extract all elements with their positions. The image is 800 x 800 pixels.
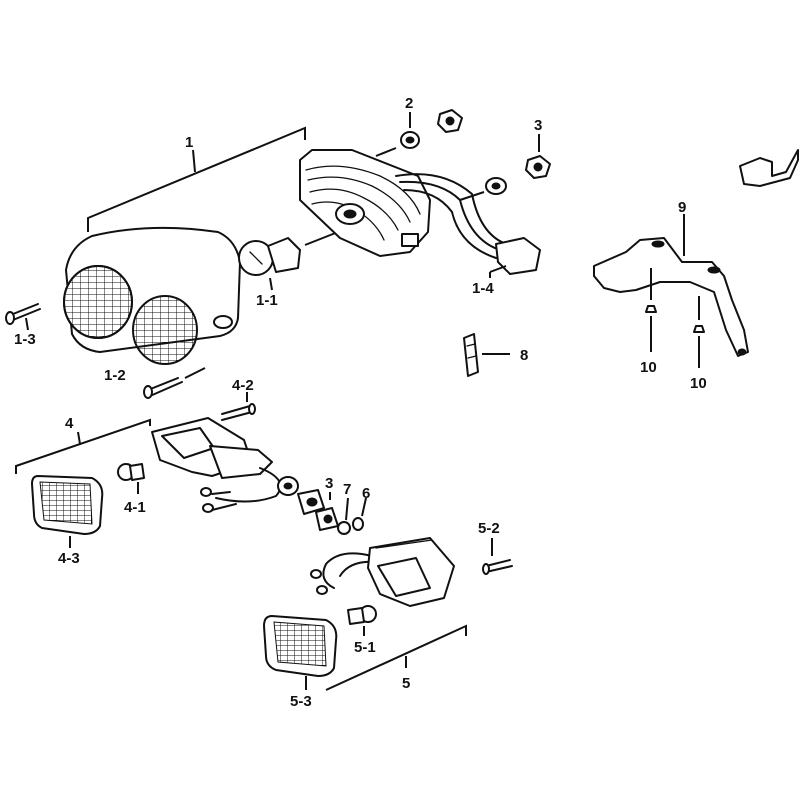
label-5-1: 5-1 — [354, 639, 376, 656]
label-1-3: 1-3 — [14, 331, 36, 348]
screw-lower — [143, 367, 206, 399]
label-8: 8 — [520, 347, 528, 364]
rear-lamp-base — [299, 149, 541, 278]
label-4-2: 4-2 — [232, 377, 254, 394]
label-4-1: 4-1 — [124, 499, 146, 516]
callout-labels: 1 1-1 1-2 1-3 1-4 2 3 3 4 4-1 4-2 4-3 5 … — [14, 95, 707, 710]
screw-10-right — [693, 296, 705, 368]
label-4-3: 4-3 — [58, 550, 80, 567]
washer-stack-middle — [277, 476, 367, 535]
label-3-middle: 3 — [325, 475, 333, 492]
screw-10-left — [645, 268, 657, 352]
washer-2 — [375, 112, 420, 157]
label-5-3: 5-3 — [290, 693, 312, 710]
label-5-2: 5-2 — [478, 520, 500, 537]
bulb-1-1 — [238, 231, 339, 291]
cable-clip-8 — [463, 333, 510, 377]
assembly-bracket-4 — [15, 418, 151, 474]
label-1-1: 1-1 — [256, 292, 278, 309]
screw-4-2 — [221, 392, 256, 421]
signal-lens-4-3 — [31, 475, 104, 548]
screw-5-2 — [482, 538, 513, 575]
signal-lens-5-3 — [263, 615, 338, 690]
assembly-bracket-1 — [87, 126, 306, 232]
label-5: 5 — [402, 675, 410, 692]
assembly-bracket-5 — [325, 624, 467, 691]
label-1-2: 1-2 — [104, 367, 126, 384]
label-6: 6 — [362, 485, 370, 502]
label-10-left: 10 — [640, 359, 657, 376]
washer-3-upper — [459, 177, 507, 201]
label-1-4: 1-4 — [472, 280, 494, 297]
label-7: 7 — [343, 481, 351, 498]
signal-housing-4 — [151, 417, 282, 513]
nut-3-upper — [525, 134, 551, 179]
nut-2 — [437, 109, 463, 133]
tail-light-housing — [63, 226, 241, 365]
label-1: 1 — [185, 134, 193, 151]
label-10-right: 10 — [690, 375, 707, 392]
label-2: 2 — [405, 95, 413, 112]
label-3-upper: 3 — [534, 117, 542, 134]
label-4: 4 — [65, 415, 74, 432]
signal-housing-5 — [310, 537, 455, 607]
bulb-5-1 — [347, 605, 377, 636]
bracket-tab — [739, 149, 799, 187]
bulb-4-1 — [117, 463, 145, 494]
label-9: 9 — [678, 199, 686, 216]
mounting-bracket-9 — [593, 214, 749, 357]
screw-1-3 — [5, 303, 41, 331]
